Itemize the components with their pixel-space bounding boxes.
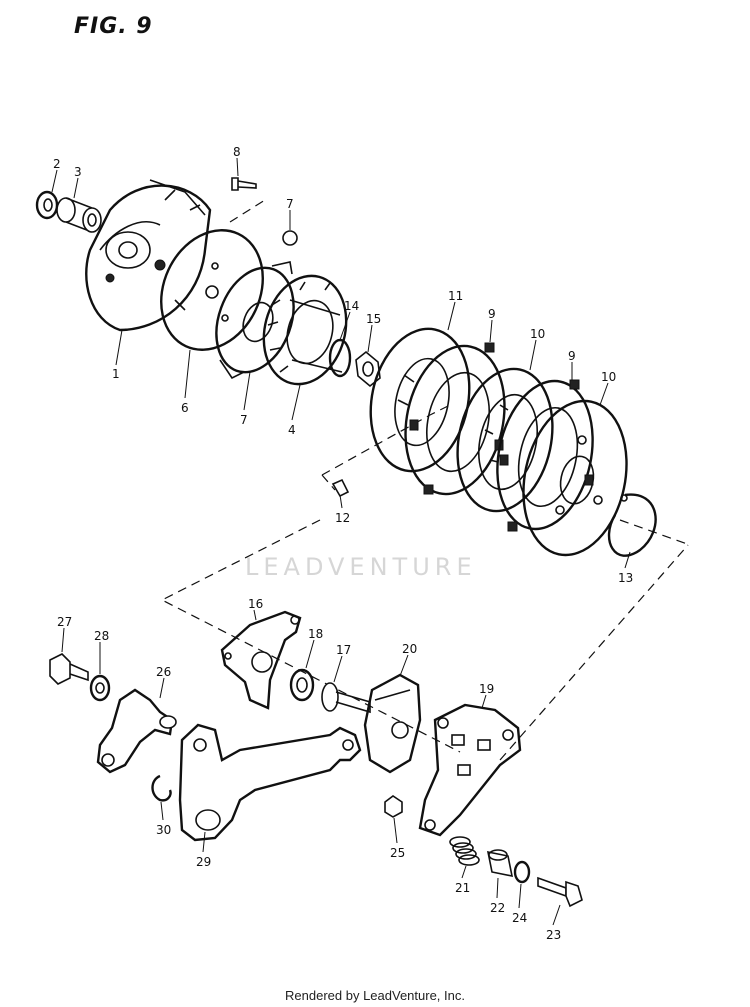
part-7-ball [282, 230, 298, 246]
callout-22: 21 [455, 881, 470, 895]
callout-8: 8 [233, 145, 241, 159]
part-30-operating-lever [178, 723, 362, 842]
part-22-spring [449, 836, 480, 866]
callout-16: 15 [366, 312, 381, 326]
callout-20: 19 [479, 682, 494, 696]
part-3-bushing [56, 197, 102, 233]
part-14-circlip [607, 493, 657, 557]
callout-18: 17 [336, 643, 351, 657]
assembly-boundary [160, 199, 691, 761]
watermark: LEADVENTURE [245, 553, 477, 581]
callout-19: 18 [308, 627, 323, 641]
part-9-clutch-plate-rear [496, 379, 594, 532]
callout-14: 13 [618, 571, 633, 585]
callout-21: 20 [402, 642, 417, 656]
part-27-link-arm [96, 688, 177, 774]
callout-4: 4 [288, 423, 296, 437]
part-2-washer [35, 190, 59, 220]
callout-1: 1 [112, 367, 120, 381]
part-15-washer [328, 338, 352, 378]
callout-9-rear: 9 [568, 349, 576, 363]
footer-credit: Rendered by LeadVenture, Inc. [285, 988, 465, 1003]
part-23-sleeve [486, 849, 514, 878]
part-24-bolt [537, 876, 583, 908]
callout-24: 23 [546, 928, 561, 942]
part-17-lever-plate [220, 610, 302, 710]
part-1-clutch-housing [85, 179, 212, 332]
callout-11: 10 [530, 327, 545, 341]
callout-25: 24 [512, 911, 527, 925]
part-21-cam-block [363, 673, 422, 774]
callout-15: 14 [344, 299, 359, 313]
callout-23: 22 [490, 901, 505, 915]
callout-29: 28 [94, 629, 109, 643]
part-16-nut [355, 350, 381, 388]
callout-13: 12 [335, 511, 350, 525]
callout-27: 26 [156, 665, 171, 679]
part-20-cover-bracket [418, 703, 522, 837]
part-8-screw [231, 177, 257, 191]
part-5-plate [160, 229, 264, 351]
callout-28: 27 [57, 615, 72, 629]
callout-12: 11 [448, 289, 463, 303]
part-26-nut [384, 795, 403, 818]
callout-6: 7 [240, 413, 248, 427]
callout-31: 30 [156, 823, 171, 837]
part-10-pressure-plate [522, 399, 628, 557]
part-29-washer [89, 674, 111, 702]
callout-30: 29 [196, 855, 211, 869]
part-18-bolt [321, 682, 371, 714]
callout-7: 7 [286, 197, 294, 211]
callout-26: 25 [390, 846, 405, 860]
callout-10: 10 [601, 370, 616, 384]
part-13-screw [331, 478, 350, 498]
callout-2: 2 [53, 157, 61, 171]
callout-9-front: 9 [488, 307, 496, 321]
figure-title: FIG. 9 [74, 14, 153, 39]
part-25-washer [513, 860, 531, 884]
part-11-steel-plate [456, 367, 554, 513]
part-6-spring-plate [215, 261, 295, 380]
part-31-circlip [151, 774, 172, 802]
part-19-washer [289, 668, 315, 702]
part-9-clutch-plate-front [404, 342, 506, 496]
leader-lines [51, 157, 631, 926]
callout-3: 3 [74, 165, 82, 179]
part-28-bolt [49, 653, 89, 685]
callout-17: 16 [248, 597, 263, 611]
callout-5: 6 [181, 401, 189, 415]
part-12-friction-plate [369, 327, 471, 473]
callout-labels: 2 3 8 7 1 6 7 4 14 15 11 9 10 9 10 12 13… [53, 145, 633, 942]
